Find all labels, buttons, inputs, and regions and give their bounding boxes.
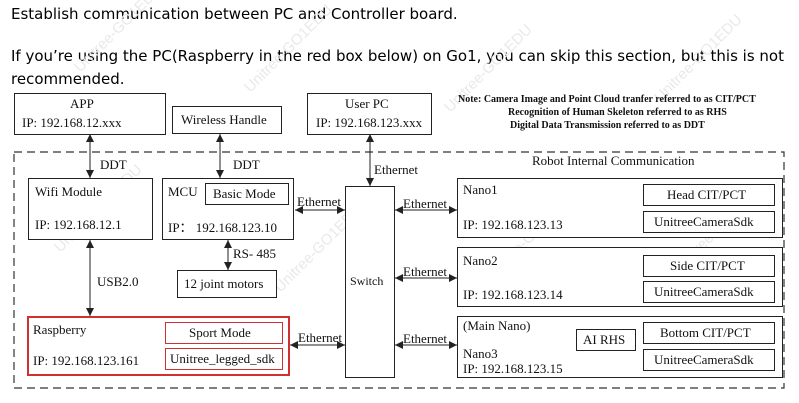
nano3-sdk-box — [643, 349, 775, 371]
raspberry-box — [27, 316, 290, 376]
switch-label: Switch — [350, 274, 384, 288]
robot-internal-label: Robot Internal Communication — [532, 153, 695, 168]
nano3-main-label: (Main Nano) — [463, 318, 531, 333]
basic-mode-label: Basic Mode — [213, 186, 276, 201]
wifi-title: Wifi Module — [35, 184, 102, 199]
sport-mode-box — [165, 322, 283, 344]
nano1-sdk: UnitreeCameraSdk — [654, 214, 754, 229]
nano3-cit-box — [643, 322, 775, 344]
ddt-label-right: DDT — [233, 157, 260, 172]
joint-motors-label: 12 joint motors — [184, 276, 264, 291]
joint-motors-box — [177, 270, 277, 298]
nano1-cit-box — [643, 184, 775, 206]
nano2-sdk-box — [643, 281, 775, 303]
sport-mode-label: Sport Mode — [189, 325, 251, 340]
user-pc-ip: IP: 192.168.123.xxx — [316, 115, 423, 130]
nano1-title: Nano1 — [463, 182, 498, 197]
wifi-ip: IP: 192.168.12.1 — [35, 217, 122, 232]
ethernet-rasp-label: Ethernet — [298, 330, 343, 345]
note-line-1: Note: Camera Image and Point Cloud tranf… — [458, 94, 756, 105]
ethernet-label-top: Ethernet — [374, 162, 419, 177]
ai-rhs-box — [576, 329, 636, 351]
mcu-title: MCU — [168, 184, 198, 199]
app-title: APP — [70, 96, 94, 111]
nano1-cit: Head CIT/PCT — [667, 187, 747, 202]
ethernet-nano3-label: Ethernet — [403, 331, 448, 346]
legged-sdk-box — [165, 348, 283, 370]
ddt-label-left: DDT — [100, 157, 127, 172]
nano2-cit-box — [643, 255, 775, 277]
wireless-handle-box — [172, 106, 282, 134]
nano2-title: Nano2 — [463, 253, 498, 268]
user-pc-title: User PC — [345, 96, 389, 111]
user-pc-box — [307, 93, 432, 135]
nano3-title: Nano3 — [463, 346, 498, 361]
ai-rhs-label: AI RHS — [583, 332, 626, 347]
ethernet-nano1-label: Ethernet — [403, 196, 448, 211]
app-box — [14, 93, 166, 135]
app-ip: IP: 192.168.12.xxx — [22, 115, 122, 130]
mcu-ip: IP： 192.168.123.10 — [168, 220, 278, 235]
intro-line-1: If you’re using the PC(Raspberry in the … — [11, 47, 784, 65]
nano1-sdk-box — [643, 211, 775, 233]
ethernet-mcu-label: Ethernet — [297, 194, 342, 209]
nano2-ip: IP: 192.168.123.14 — [463, 287, 563, 302]
legged-sdk-label: Unitree_legged_sdk — [170, 351, 275, 366]
raspberry-ip: IP: 192.168.123.161 — [33, 353, 140, 368]
intro-line-2: recommended. — [11, 70, 125, 88]
note-line-3: Digital Data Transmission referred to as… — [510, 120, 705, 131]
ethernet-nano2-label: Ethernet — [403, 264, 448, 279]
nano3-ip: IP: 192.168.123.15 — [463, 361, 563, 378]
nano2-sdk: UnitreeCameraSdk — [654, 284, 754, 299]
usb-label: USB2.0 — [97, 274, 139, 289]
nano3-sdk: UnitreeCameraSdk — [654, 352, 754, 367]
raspberry-title: Raspberry — [33, 322, 87, 337]
wireless-handle-label: Wireless Handle — [181, 112, 267, 127]
intro-heading: Establish communication between PC and C… — [11, 5, 458, 23]
switch-box — [345, 186, 395, 378]
basic-mode-box — [205, 183, 289, 205]
wifi-module-box — [28, 178, 153, 240]
note-line-2: Recognition of Human Skeleton referred t… — [508, 107, 727, 118]
nano3-cit: Bottom CIT/PCT — [660, 325, 751, 340]
nano2-cit: Side CIT/PCT — [670, 258, 745, 273]
nano1-ip: IP: 192.168.123.13 — [463, 217, 563, 232]
rs485-label: RS- 485 — [233, 246, 276, 261]
